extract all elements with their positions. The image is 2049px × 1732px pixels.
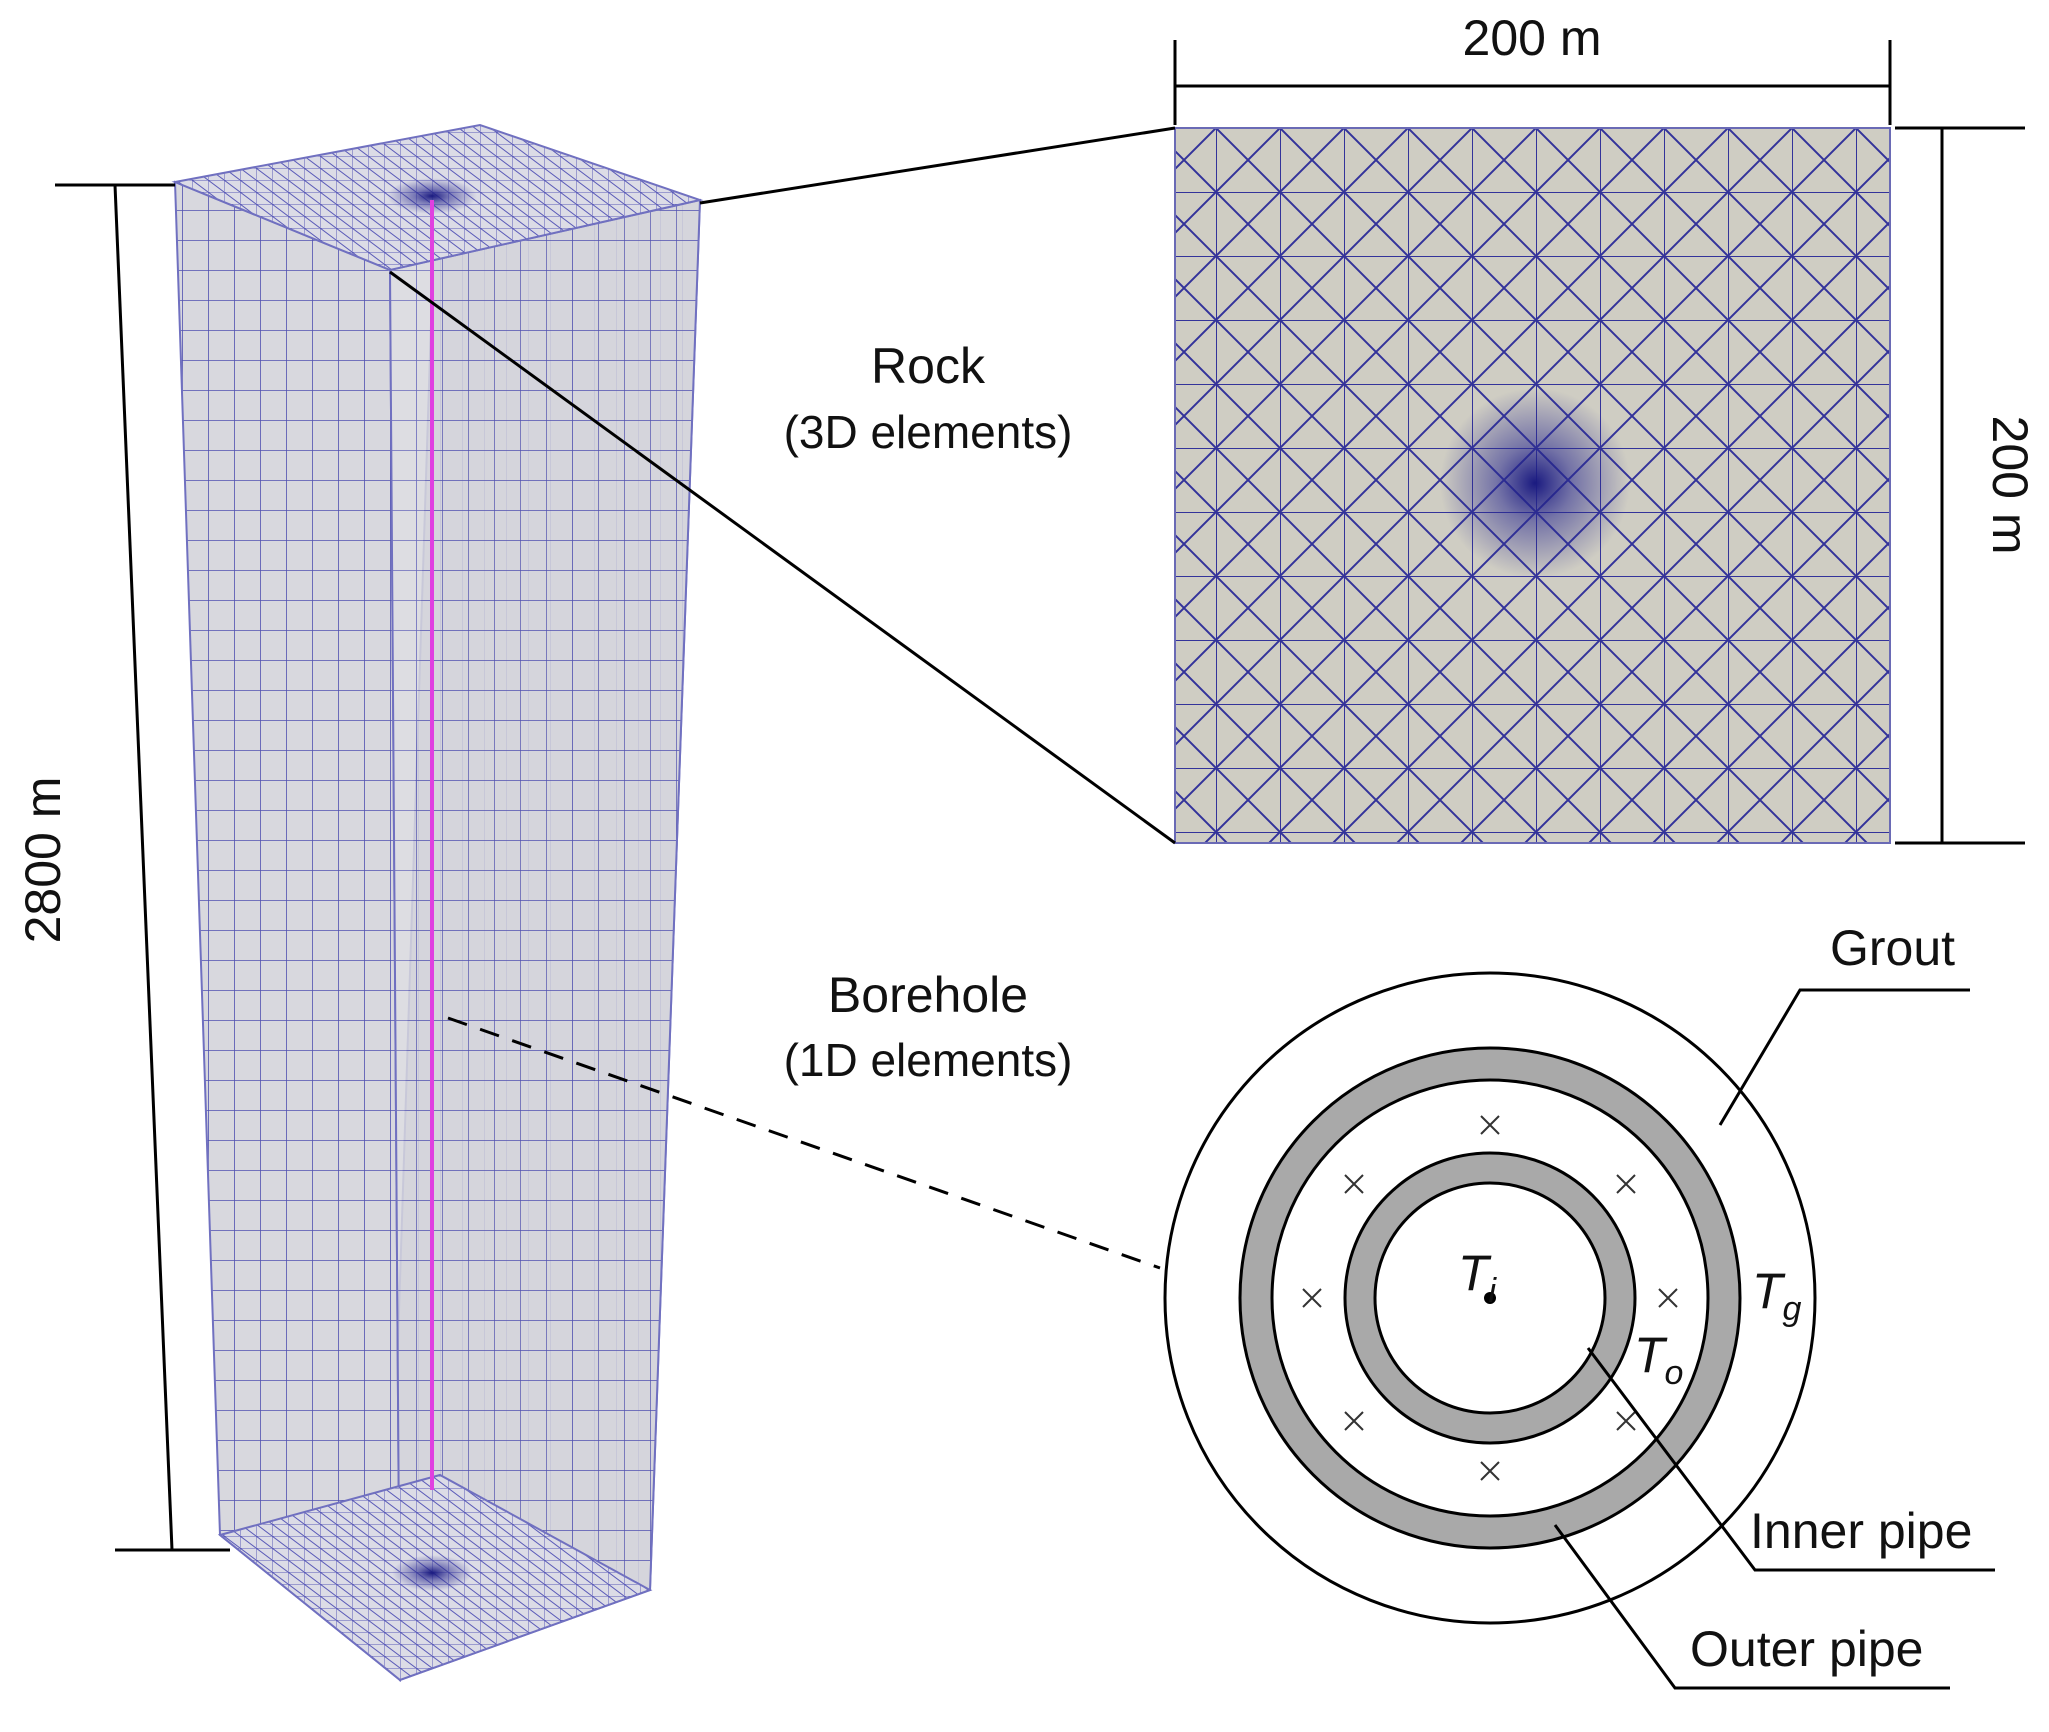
connector-bottom <box>389 270 1176 845</box>
marker-x <box>1658 1288 1678 1308</box>
rock-cross-section <box>1174 127 1891 844</box>
width-label: 200 m <box>1463 10 1602 66</box>
height-dimension: 200 m <box>1895 126 2038 845</box>
marker-x <box>1344 1411 1364 1431</box>
block-inner-face <box>388 198 702 1682</box>
center-dot <box>1484 1292 1496 1304</box>
outer-pipe-leader <box>1553 1524 1950 1690</box>
depth-dimension: 2800 m <box>15 183 230 1552</box>
marker-x <box>1344 1174 1364 1194</box>
block-front-face <box>173 180 402 1683</box>
marker-x <box>1616 1174 1636 1194</box>
outer-pipe-label: Outer pipe <box>1690 1621 1923 1677</box>
bottom-mesh-refinement <box>392 1555 472 1591</box>
top-mesh-refinement <box>387 178 477 214</box>
rock-subtitle: (3D elements) <box>784 406 1073 458</box>
marker-x <box>1302 1288 1322 1308</box>
inner-pipe-leader <box>1586 1347 1995 1572</box>
marker-x <box>1616 1411 1636 1431</box>
t-outer-label: To <box>1634 1327 1683 1392</box>
t-inner-label: Ti <box>1458 1245 1498 1310</box>
grout-label: Grout <box>1830 920 1955 976</box>
rock-block-3d <box>171 123 704 1683</box>
borehole-dashed-connector <box>447 1016 1161 1270</box>
leader-lines <box>1553 988 1995 1690</box>
borehole-cross-section: Ti To Tg <box>1163 971 1817 1625</box>
inner-pipe-label: Inner pipe <box>1750 1503 1972 1559</box>
marker-x <box>1480 1461 1500 1481</box>
borehole-subtitle: (1D elements) <box>784 1034 1073 1086</box>
marker-x <box>1480 1115 1500 1135</box>
connector-top <box>699 126 1176 205</box>
grout-leader <box>1718 988 1970 1126</box>
rock-title: Rock <box>871 338 986 394</box>
borehole-title: Borehole <box>828 967 1028 1023</box>
width-dimension: 200 m <box>1173 10 1892 125</box>
depth-label: 2800 m <box>15 777 71 944</box>
square-mesh-refinement <box>1440 388 1630 578</box>
height-label: 200 m <box>1982 416 2038 555</box>
annulus-markers <box>1302 1115 1678 1481</box>
t-grout-label: Tg <box>1752 1263 1802 1328</box>
